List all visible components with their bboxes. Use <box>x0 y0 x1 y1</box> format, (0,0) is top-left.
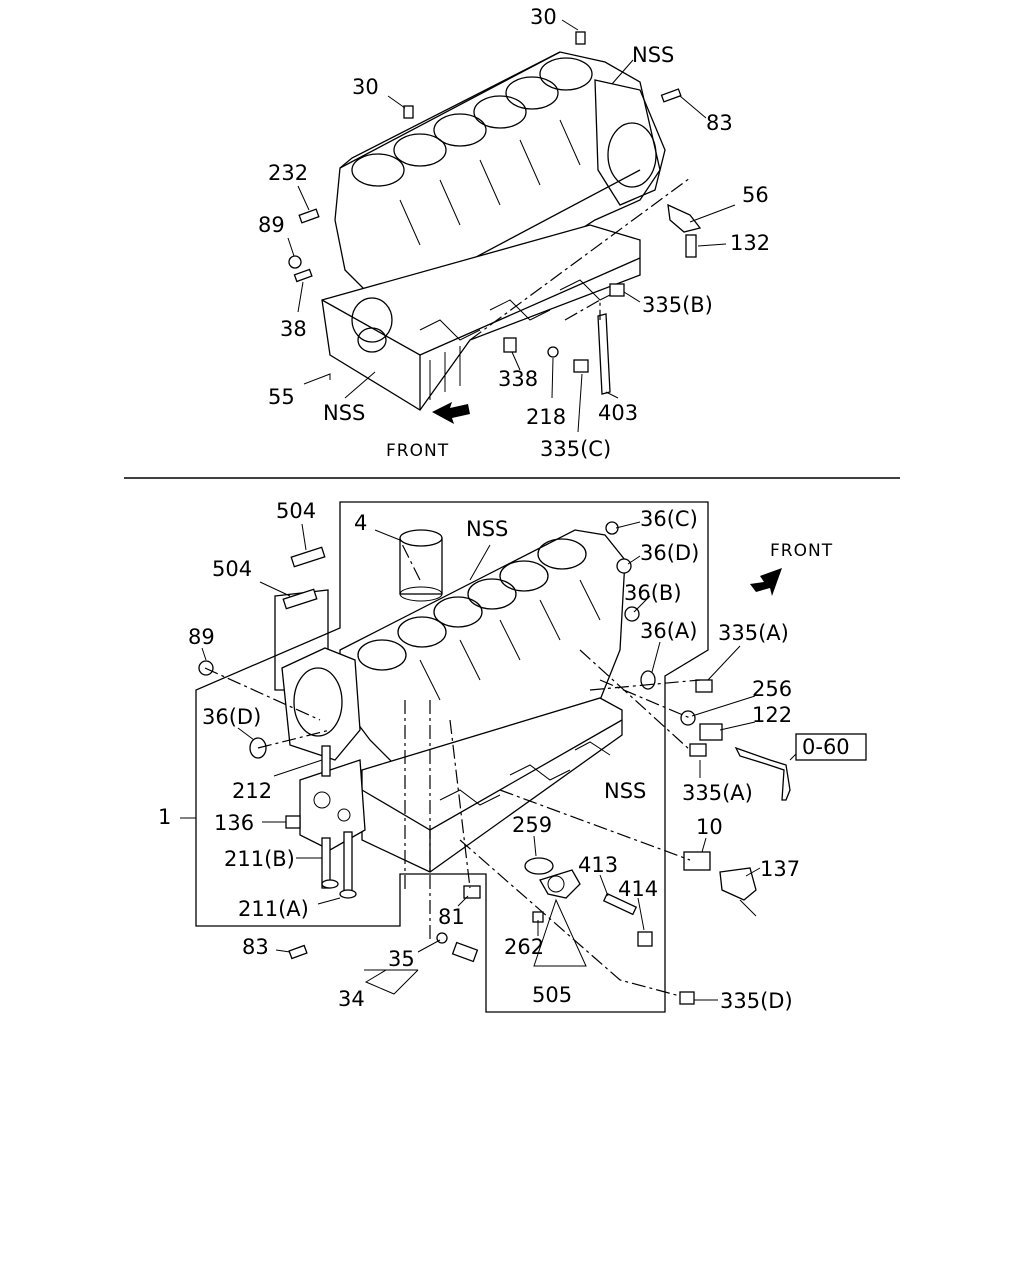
top-leaders <box>287 19 736 433</box>
callout-218: 218 <box>526 405 566 429</box>
bottom-labels: 504 4 NSS 36(C) 36(D) 504 36(B) 89 36(A)… <box>158 499 850 1013</box>
callout-259: 259 <box>512 813 552 837</box>
front-label-top: FRONT <box>386 441 449 461</box>
callout-132: 132 <box>730 231 770 255</box>
callout-262: 262 <box>504 935 544 959</box>
front-label-bottom: FRONT <box>770 541 833 561</box>
callout-36d-left: 36(D) <box>202 705 261 729</box>
callout-335d: 335(D) <box>720 989 793 1013</box>
reference-box[interactable] <box>795 733 867 761</box>
stud-504-a <box>290 546 326 568</box>
callout-89-bottom: 89 <box>188 625 215 649</box>
top-block-assembly <box>288 31 702 411</box>
callout-36b: 36(B) <box>624 581 682 605</box>
stud-504-b <box>282 588 318 610</box>
callout-335b: 335(B) <box>642 293 713 317</box>
callout-335c: 335(C) <box>540 437 611 461</box>
callout-36d-right: 36(D) <box>640 541 699 565</box>
callout-232: 232 <box>268 161 308 185</box>
callout-504-b: 504 <box>212 557 252 581</box>
callout-414: 414 <box>618 877 658 901</box>
callout-36c: 36(C) <box>640 507 698 531</box>
front-arrow-top <box>432 402 470 424</box>
callout-35: 35 <box>388 947 415 971</box>
callout-338: 338 <box>498 367 538 391</box>
callout-10: 10 <box>696 815 723 839</box>
callout-212: 212 <box>232 779 272 803</box>
callout-30-b: 30 <box>352 75 379 99</box>
reference-box-label: 0-60 <box>802 735 850 759</box>
callout-38: 38 <box>280 317 307 341</box>
callout-1: 1 <box>158 805 171 829</box>
callout-4: 4 <box>354 511 367 535</box>
callout-30-a: 30 <box>530 5 557 29</box>
callout-335a-upper: 335(A) <box>718 621 789 645</box>
callout-55: 55 <box>268 385 295 409</box>
callout-56: 56 <box>742 183 769 207</box>
callout-335a-lower: 335(A) <box>682 781 753 805</box>
top-labels: 30 30 NSS 83 232 89 56 132 38 335(B) 338… <box>258 5 770 461</box>
callout-nss-top-front: NSS <box>323 401 365 425</box>
callout-505: 505 <box>532 983 572 1007</box>
callout-nss-bottom-front: NSS <box>604 779 646 803</box>
callout-504-a: 504 <box>276 499 316 523</box>
callout-211a: 211(A) <box>238 897 309 921</box>
callout-36a: 36(A) <box>640 619 697 643</box>
plug-30-b <box>575 31 586 45</box>
bottom-leaders <box>180 521 797 1001</box>
callout-211b: 211(B) <box>224 847 295 871</box>
callout-122: 122 <box>752 703 792 727</box>
bottom-block-assembly <box>198 521 791 1005</box>
callout-413: 413 <box>578 853 618 877</box>
callout-136: 136 <box>214 811 254 835</box>
callout-137: 137 <box>760 857 800 881</box>
callout-403: 403 <box>598 401 638 425</box>
front-arrow-bottom <box>750 568 782 596</box>
callout-nss-top-rear: NSS <box>632 43 674 67</box>
callout-nss-bottom-top: NSS <box>466 517 508 541</box>
callout-89-top: 89 <box>258 213 285 237</box>
callout-34: 34 <box>338 987 365 1011</box>
plug-30-a <box>403 105 414 119</box>
callout-83-bottom: 83 <box>242 935 269 959</box>
callout-256: 256 <box>752 677 792 701</box>
callout-83-top: 83 <box>706 111 733 135</box>
callout-81: 81 <box>438 905 465 929</box>
